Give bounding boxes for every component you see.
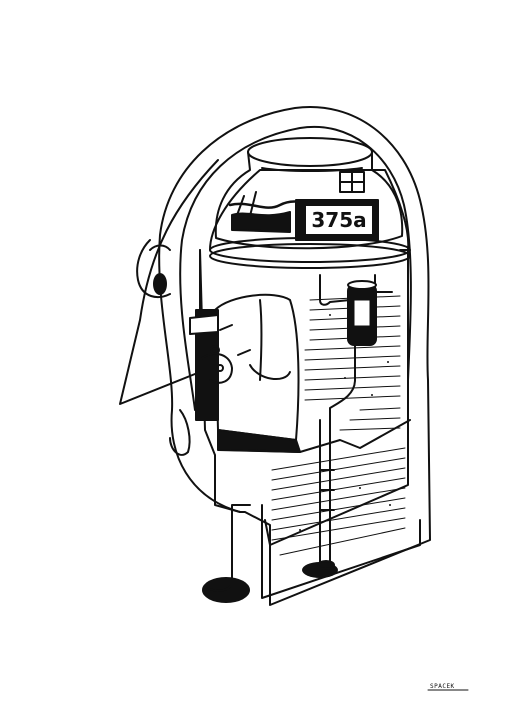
machine-shadow	[217, 429, 301, 453]
skull-inner-rim	[179, 125, 412, 411]
eye-icon	[153, 273, 167, 295]
pipe-system	[317, 274, 393, 570]
artist-signature: SPACEK	[430, 683, 455, 690]
neck-stand	[207, 504, 251, 592]
back-wall	[264, 249, 409, 546]
jar-liquid	[231, 211, 291, 233]
head-outline	[158, 106, 431, 606]
jar	[214, 137, 404, 250]
wall-hatching	[271, 295, 406, 556]
inner-floor-ledge	[229, 419, 411, 453]
face-side	[136, 239, 191, 456]
number-sign: 375a	[295, 199, 379, 241]
sign-number: 375a	[311, 208, 366, 232]
inner-wall-slab	[119, 159, 219, 405]
lower-plinth	[261, 504, 421, 599]
furry-machine	[189, 293, 301, 453]
